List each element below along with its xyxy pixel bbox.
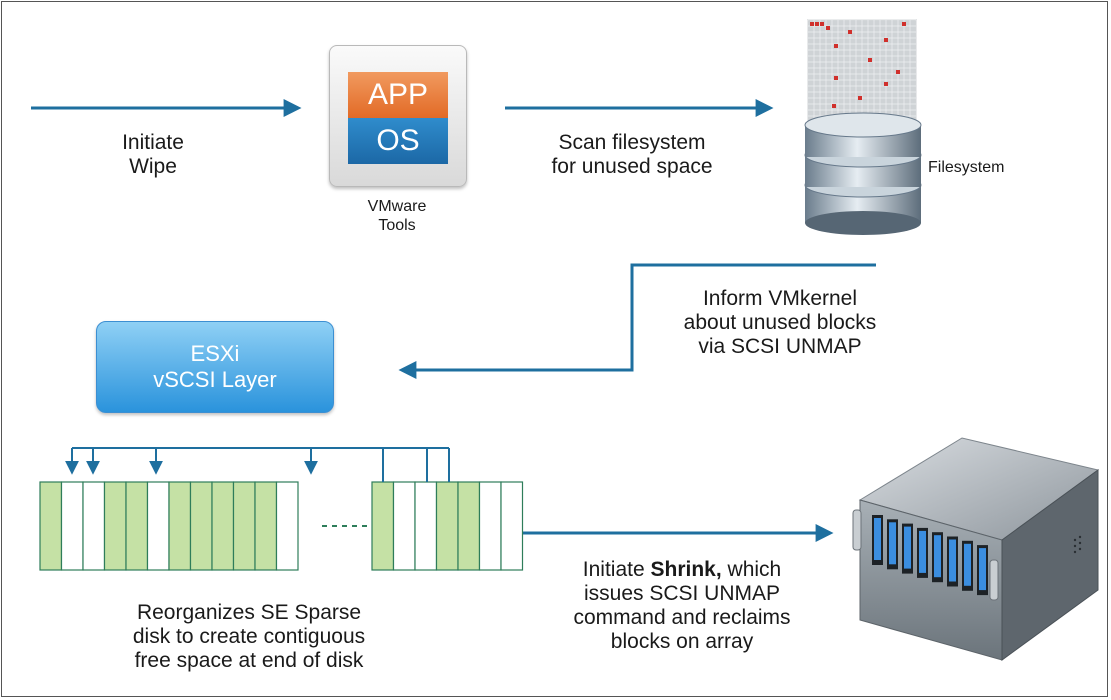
label-reorganize: Reorganizes SE Sparse disk to create con… <box>115 601 383 673</box>
label-vmware-tools: VMware Tools <box>357 197 437 235</box>
label-line: blocks on array <box>610 630 754 653</box>
disk-block-free <box>392 481 416 571</box>
disk-block-used <box>103 481 127 571</box>
unused-block-marker <box>815 22 819 26</box>
label-filesystem: Filesystem <box>928 159 1005 176</box>
disk-block-used <box>457 481 481 571</box>
unused-block-marker <box>834 44 838 48</box>
sparse-disk-blocks-left <box>39 481 299 571</box>
unused-block-marker <box>884 38 888 42</box>
label-line: disk to create contiguous <box>132 625 366 648</box>
disk-block-used <box>39 481 63 571</box>
arrow-inform-vmkernel <box>398 263 876 379</box>
esxi-line2: vSCSI Layer <box>153 367 277 392</box>
label-scan-filesystem: Scan filesystem for unused space <box>527 131 737 179</box>
unused-block-marker <box>848 30 852 34</box>
disk-block-used <box>211 481 235 571</box>
unused-block-marker <box>902 22 906 26</box>
drive-handle <box>889 522 896 565</box>
label-line: for unused space <box>551 155 713 178</box>
disk-block-used <box>435 481 459 571</box>
disk-block-free <box>275 481 299 571</box>
disk-block-free <box>82 481 106 571</box>
label-line: Tools <box>378 217 416 234</box>
esxi-vscsi-layer-box: ESXi vSCSI Layer <box>96 321 334 413</box>
drive-handle <box>964 543 971 586</box>
app-layer-label: APP <box>348 72 448 118</box>
unused-block-marker <box>884 82 888 86</box>
filesystem-storage-icon <box>804 19 922 235</box>
disk-block-used <box>189 481 213 571</box>
unused-block-marker <box>834 76 838 80</box>
disk-block-used <box>125 481 149 571</box>
label-initiate-shrink: Initiate Shrink, which issues SCSI UNMAP… <box>548 558 816 654</box>
label-line: Initiate <box>122 131 184 154</box>
label-line: Inform VMkernel <box>702 287 858 310</box>
vm-app-os-icon: APP OS <box>329 45 467 187</box>
disk-block-used <box>254 481 278 571</box>
drive-handle <box>934 535 941 578</box>
drive-handle <box>979 548 986 591</box>
sparse-disk-blocks-right <box>371 481 524 571</box>
label-line: issues SCSI UNMAP <box>583 582 781 605</box>
label-line: Initiate Shrink, which <box>548 558 816 582</box>
drive-handle <box>904 526 911 569</box>
unused-block-marker <box>868 58 872 62</box>
label-line: Wipe <box>129 155 177 178</box>
disk-block-used <box>232 481 256 571</box>
shrink-suffix: which <box>721 558 782 581</box>
unused-block-marker <box>810 22 814 26</box>
disk-block-used <box>371 481 395 571</box>
drive-handle <box>874 518 881 560</box>
os-layer-label: OS <box>348 118 448 164</box>
esxi-line1: ESXi <box>190 341 240 366</box>
unused-block-marker <box>896 70 900 74</box>
unused-block-marker <box>820 22 824 26</box>
shrink-prefix: Initiate <box>582 558 651 581</box>
storage-array-icon <box>852 437 1100 661</box>
shrink-bold: Shrink, <box>650 558 722 581</box>
disk-block-free <box>414 481 438 571</box>
disk-block-free <box>478 481 502 571</box>
label-line: command and reclaims <box>573 606 791 629</box>
reorganize-bracket <box>65 447 450 482</box>
unused-block-marker <box>826 26 830 30</box>
disk-block-free <box>60 481 84 571</box>
disk-block-used <box>168 481 192 571</box>
label-line: about unused blocks <box>683 311 877 334</box>
unused-block-marker <box>858 96 862 100</box>
disk-block-free <box>146 481 170 571</box>
label-line: free space at end of disk <box>134 649 364 672</box>
unused-block-marker <box>832 104 836 108</box>
label-inform-vmkernel: Inform VMkernel about unused blocks via … <box>662 287 898 359</box>
disk-block-free <box>500 481 524 571</box>
label-line: Reorganizes SE Sparse <box>136 601 362 624</box>
drive-handle <box>949 539 956 582</box>
label-line: Scan filesystem <box>558 131 706 154</box>
label-line: via SCSI UNMAP <box>698 335 862 358</box>
label-initiate-wipe: Initiate Wipe <box>108 131 198 179</box>
drive-handle <box>919 530 926 573</box>
label-line: VMware <box>367 198 427 215</box>
